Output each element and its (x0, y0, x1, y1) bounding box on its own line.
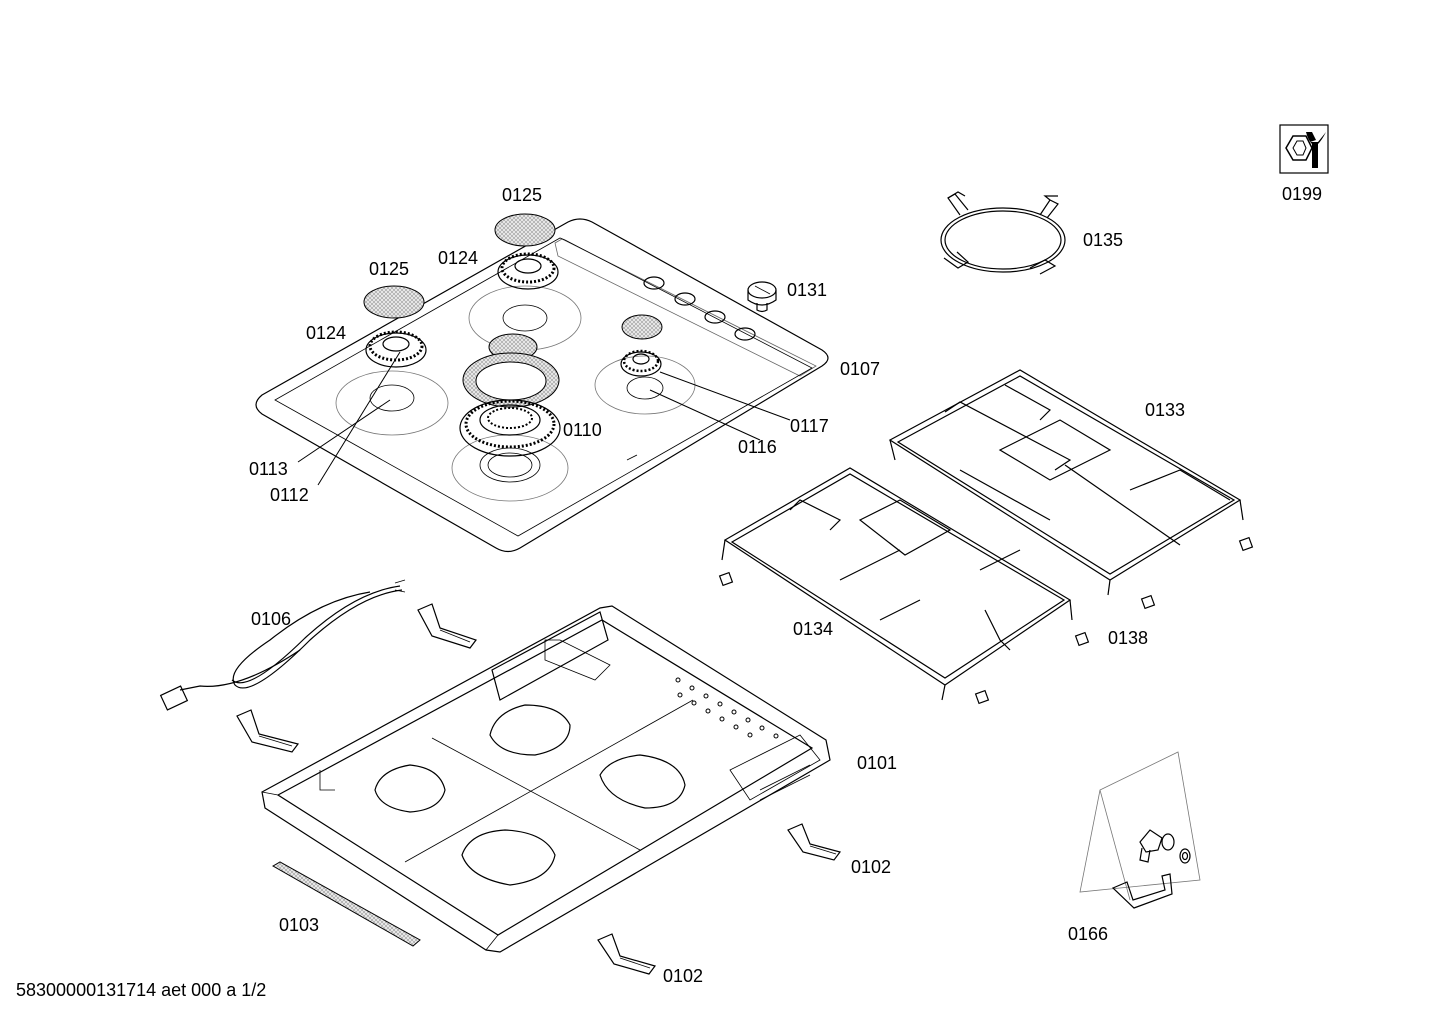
mounting-bracket-2 (236, 709, 300, 753)
pan-support-front (721, 467, 1073, 701)
burner-cap-medium (363, 285, 425, 319)
label-0166: 0166 (1068, 924, 1108, 944)
burner-head-medium (365, 330, 427, 368)
wok-pan-support (940, 191, 1066, 275)
label-0117: 0117 (790, 416, 829, 436)
label-0112: 0112 (270, 485, 309, 505)
bottom-tray (261, 605, 831, 953)
mounting-bracket-4 (597, 933, 657, 975)
label-0103: 0103 (279, 915, 319, 935)
sealing-strip (271, 861, 421, 947)
rubber-feet (718, 536, 1254, 705)
label-0134: 0134 (793, 619, 833, 639)
label-0125-top: 0125 (502, 185, 542, 205)
label-0135: 0135 (1083, 230, 1123, 250)
pan-support-rear (888, 369, 1244, 596)
wrench-nut-icon (1279, 124, 1329, 174)
label-0199: 0199 (1282, 184, 1322, 204)
mounting-bracket-1 (417, 603, 477, 649)
burner-cap-small (621, 314, 663, 340)
label-0107: 0107 (840, 359, 880, 379)
leader-lines-top (297, 351, 791, 486)
burner-head-large (497, 252, 559, 290)
label-0138: 0138 (1108, 628, 1148, 648)
burner-head-small (620, 349, 662, 377)
hob-top-plate (255, 218, 829, 553)
label-0102-right: 0102 (851, 857, 891, 877)
label-0124-left: 0124 (306, 323, 346, 343)
label-0124-top: 0124 (438, 248, 478, 268)
label-0116: 0116 (738, 437, 777, 457)
burner-cap-large (494, 213, 556, 247)
control-knob (747, 281, 777, 313)
label-0110: 0110 (563, 420, 602, 440)
label-0102-bottom: 0102 (663, 966, 703, 986)
label-0113: 0113 (249, 459, 288, 479)
gas-connector-kit (1079, 751, 1201, 909)
mounting-bracket-3 (787, 823, 842, 861)
label-0131: 0131 (787, 280, 827, 300)
label-0106: 0106 (251, 609, 291, 629)
wok-burner (459, 352, 561, 457)
label-0125-left: 0125 (369, 259, 409, 279)
power-cable (159, 579, 406, 711)
label-0133: 0133 (1145, 400, 1185, 420)
label-0101: 0101 (857, 753, 897, 773)
drawing-reference-footer: 58300000131714 aet 000 a 1/2 (16, 980, 267, 1000)
